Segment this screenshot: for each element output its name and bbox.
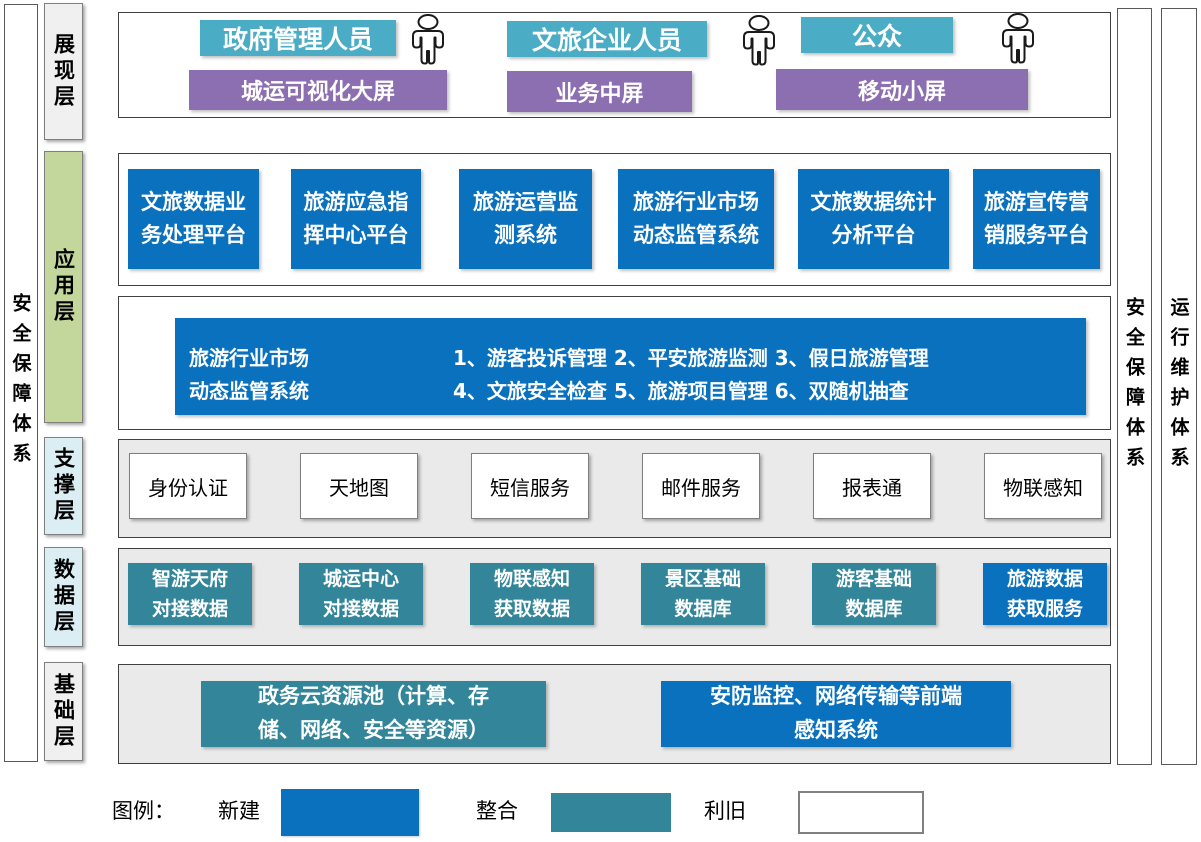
platform-box: 文旅数据统计分析平台 [798,169,949,269]
legend-label-integrate: 整合 [476,799,518,823]
screen-medium: 业务中屏 [507,71,692,112]
data-source-box: 景区基础数据库 [641,563,765,625]
layer-data: 数据层 [44,547,83,647]
platform-box: 文旅数据业务处理平台 [128,169,259,269]
person-icon [996,13,1040,71]
legend-swatch-reuse [798,791,924,834]
layer-presentation: 展现层 [44,3,83,140]
layer-base: 基础层 [44,662,83,761]
data-source-box: 物联感知获取数据 [470,563,594,625]
screen-mobile: 移动小屏 [776,69,1028,110]
legend-swatch-integrate [551,793,671,832]
application-detail-frame: 旅游行业市场 动态监管系统 1、游客投诉管理 2、平安旅游监测 3、假日旅游管理… [118,296,1111,430]
security-bar-right: 安全保障体系 [1117,8,1152,765]
support-service-box: 身份认证 [129,453,247,519]
support-service-box: 物联感知 [984,453,1102,519]
platform-box: 旅游宣传营销服务平台 [973,169,1100,269]
platform-box: 旅游行业市场动态监管系统 [618,169,774,269]
security-bar-left: 安全保障体系 [4,4,38,762]
infrastructure-box: 安防监控、网络传输等前端感知系统 [661,681,1011,747]
data-source-box: 游客基础数据库 [812,563,936,625]
layer-support: 支撑层 [44,437,83,535]
infrastructure-frame: 政务云资源池（计算、存储、网络、安全等资源） 安防监控、网络传输等前端感知系统 [118,664,1111,764]
user-group-government: 政府管理人员 [200,20,396,56]
detail-system-name: 旅游行业市场 动态监管系统 [189,346,309,403]
screen-large: 城运可视化大屏 [189,70,447,110]
support-frame: 身份认证 天地图 短信服务 邮件服务 报表通 物联感知 [118,439,1111,538]
layer-application: 应用层 [44,151,83,423]
person-icon [737,15,781,73]
legend-label-new: 新建 [218,799,260,823]
data-source-box: 城运中心对接数据 [299,563,423,625]
support-service-box: 天地图 [300,453,418,519]
data-frame: 智游天府对接数据 城运中心对接数据 物联感知获取数据 景区基础数据库 游客基础数… [118,548,1111,646]
support-service-box: 报表通 [813,453,931,519]
legend-label-reuse: 利旧 [704,799,746,823]
user-group-enterprise: 文旅企业人员 [507,21,707,57]
operation-maintenance-bar: 运行维护体系 [1161,8,1197,765]
data-source-box: 旅游数据获取服务 [983,563,1107,625]
legend-title: 图例： [112,799,175,823]
support-service-box: 短信服务 [471,453,589,519]
application-platforms-frame: 文旅数据业务处理平台 旅游应急指挥中心平台 旅游运营监测系统 旅游行业市场动态监… [118,153,1111,286]
detail-function-list: 1、游客投诉管理 2、平安旅游监测 3、假日旅游管理 4、文旅安全检查 5、旅游… [453,346,929,403]
platform-box: 旅游运营监测系统 [459,169,592,269]
user-group-public: 公众 [801,17,953,53]
platform-box: 旅游应急指挥中心平台 [291,169,421,269]
person-icon [406,14,450,72]
legend-swatch-new [281,789,419,836]
support-service-box: 邮件服务 [642,453,760,519]
data-source-box: 智游天府对接数据 [128,563,252,625]
infrastructure-box: 政务云资源池（计算、存储、网络、安全等资源） [201,681,546,747]
market-supervision-detail-box: 旅游行业市场 动态监管系统 1、游客投诉管理 2、平安旅游监测 3、假日旅游管理… [175,318,1086,415]
presentation-frame: 政府管理人员 城运可视化大屏 文旅企业人员 业务中屏 公众 移动小屏 [118,12,1111,118]
